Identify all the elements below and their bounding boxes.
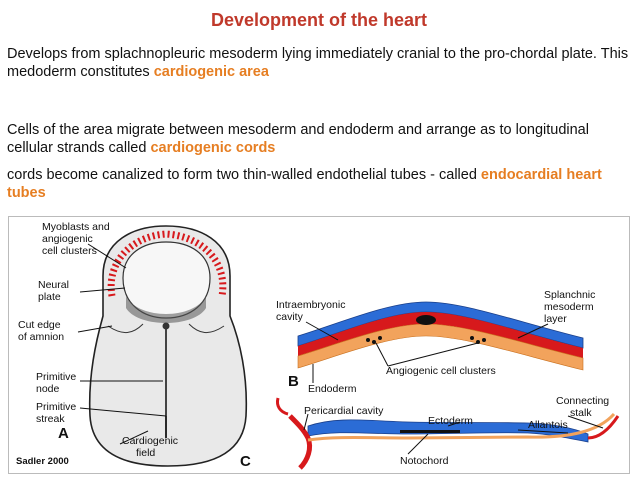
amnion-edge-right [188,323,225,333]
term-endocardial-heart-tubes: endocardial heart tubes [7,167,602,201]
label-angiogenic-clusters: Angiogenic cell clusters [386,365,496,377]
label-cardiogenic-field-1: Cardiogenic [122,435,178,447]
panel-c-letter: C [240,453,251,470]
panel-b-mesoderm [298,312,583,358]
label-connecting-stalk-1: Connecting [556,395,609,407]
amnion-edge-left [107,323,144,333]
label-splanchnic-2: mesoderm [544,301,594,313]
label-myoblasts-1: Myoblasts and [42,221,110,233]
panel-c-connecting-stalk [587,415,620,440]
panel-c-endoderm [307,412,616,442]
paragraph-origin: Develops from splachnopleuric mesoderm l… [7,45,632,81]
panel-a-letter: A [58,425,69,442]
label-connecting-stalk-2: stalk [570,407,592,419]
label-intraembryonic-1: Intraembryonic [276,299,345,311]
panel-b-notochord [416,315,436,325]
label-pericardial-cavity: Pericardial cavity [304,405,384,417]
paragraph-migration-text: Cells of the area migrate between mesode… [7,122,589,156]
label-neural-1: Neural [38,279,69,291]
panel-a-leaders [77,243,167,445]
primitive-node [162,322,170,330]
panel-b-endoderm [297,323,584,371]
panel-c: Pericardial cavity Ectoderm Connecting s… [240,395,620,470]
panel-b-leaders [305,321,549,383]
label-cardiogenic-field-2: field [136,447,155,459]
label-primitive-node-1: Primitive [36,371,76,383]
term-cardiogenic-area: cardiogenic area [153,64,269,80]
panel-b-letter: B [288,373,299,390]
label-ectoderm: Ectoderm [428,415,473,427]
label-neural-2: plate [38,291,61,303]
label-intraembryonic-2: cavity [276,311,304,323]
figure-credit: Sadler 2000 [16,456,69,467]
label-splanchnic-3: layer [544,313,567,325]
label-primitive-streak-1: Primitive [36,401,76,413]
label-cut-edge-2: of amnion [18,331,64,343]
label-myoblasts-2: angiogenic [42,233,93,245]
label-cut-edge-1: Cut edge [18,319,61,331]
label-allantois: Allantois [528,419,568,431]
panel-b: Intraembryonic cavity Splanchnic mesoder… [276,289,595,395]
slide-title: Development of the heart [210,10,428,30]
label-myoblasts-3: cell clusters [42,245,97,257]
label-primitive-streak-2: streak [36,413,65,425]
panel-c-leaders [303,413,604,455]
panel-a: Myoblasts and angiogenic cell clusters N… [16,221,248,467]
panel-c-pericardial-region [288,414,313,470]
paragraph-canalization-text: cords become canalized to form two thin-… [7,167,481,183]
paragraph-canalization: cords become canalized to form two thin-… [7,166,632,202]
label-primitive-node-2: node [36,383,60,395]
panel-c-notochord [400,430,460,433]
paragraph-origin-text: Develops from splachnopleuric mesoderm l… [7,46,629,80]
embryo-figure: Myoblasts and angiogenic cell clusters N… [8,216,630,474]
embryo-diagram: Myoblasts and angiogenic cell clusters N… [8,216,630,474]
label-notochord: Notochord [400,455,449,467]
neural-fold-shading [126,296,206,323]
paragraph-migration: Cells of the area migrate between mesode… [7,121,632,157]
label-splanchnic-1: Splanchnic [544,289,595,301]
label-endoderm: Endoderm [308,383,357,395]
term-cardiogenic-cords: cardiogenic cords [150,140,276,156]
panel-c-pericardial-tip [276,397,289,416]
